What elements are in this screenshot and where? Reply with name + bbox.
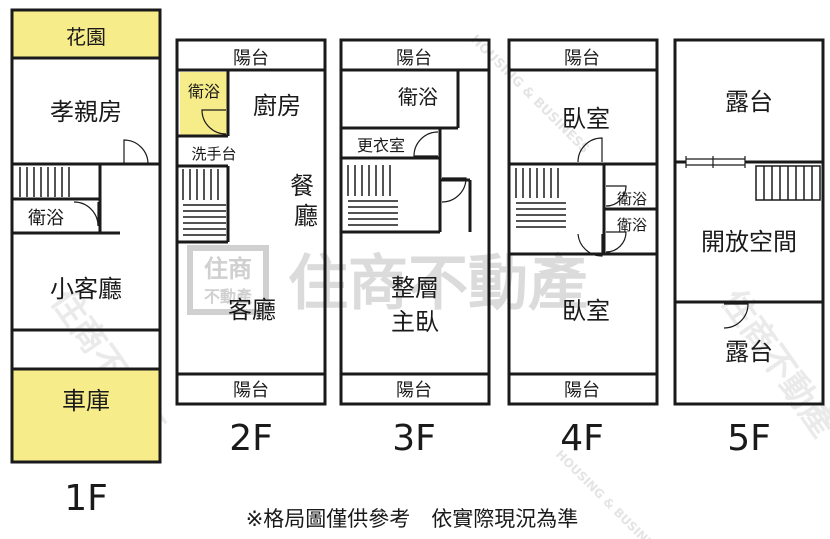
room-small-living: 小客廳: [50, 275, 122, 303]
room-parents: 孝親房: [50, 98, 122, 126]
room-terrace-bottom: 露台: [725, 338, 773, 366]
window: [685, 156, 746, 168]
room-balcony-top: 陽台: [233, 48, 269, 69]
stairs: [347, 165, 398, 226]
room-bedroom-bottom: 臥室: [562, 297, 610, 325]
room-kitchen: 廚房: [253, 92, 301, 120]
watermark-main-text: 住商不動產: [288, 249, 588, 319]
floor-label-5f: 5F: [727, 418, 771, 459]
room-open-space: 開放空間: [701, 228, 797, 256]
door: [201, 109, 227, 135]
disclaimer-note: ※格局圖僅供參考 依實際現況為準: [246, 507, 579, 531]
bathroom-area: [180, 72, 228, 136]
stairs: [19, 167, 70, 197]
floor-5f: 露台 開放空間 露台 5F: [673, 38, 825, 459]
outer-wall: [175, 38, 327, 406]
room-bathroom-2: 衛浴: [617, 216, 647, 234]
floor-label-1f: 1F: [64, 478, 108, 519]
room-garage: 車庫: [62, 387, 110, 415]
room-terrace-top: 露台: [725, 88, 773, 116]
floor-label-4f: 4F: [560, 418, 604, 459]
room-master-line2: 主臥: [391, 308, 439, 336]
room-garden: 花園: [66, 25, 106, 49]
room-bathroom-1: 衛浴: [617, 190, 647, 208]
room-master-line1: 整層: [391, 274, 439, 302]
door: [73, 139, 149, 227]
outer-wall: [673, 38, 825, 406]
floor-3f: 陽台 衛浴 更衣室 整層 主臥 陽台 3F: [339, 38, 491, 459]
floor-label-3f: 3F: [392, 418, 436, 459]
room-wash-basin: 洗手台: [191, 145, 236, 163]
room-dining-char-2: 廳: [294, 202, 318, 230]
floor-4f: 陽台 臥室 衛浴 衛浴 臥室 陽台 4F: [507, 38, 659, 459]
floor-label-2f: 2F: [229, 418, 273, 459]
door: [577, 137, 627, 257]
room-bathroom: 衛浴: [28, 208, 64, 229]
watermark-logo-bottom: 不動產: [204, 287, 252, 306]
room-balcony-top: 陽台: [396, 48, 432, 69]
watermark-logo-top: 住商: [204, 255, 252, 283]
room-bedroom-top: 臥室: [562, 105, 610, 133]
room-dining: 餐 廳: [290, 172, 322, 230]
door: [723, 303, 749, 329]
room-balcony-bottom: 陽台: [564, 380, 600, 401]
room-bathroom: 衛浴: [398, 85, 438, 109]
floor-2f: 陽台 衛浴 廚房 洗手台 餐 廳 客廳 陽台 2F: [175, 38, 327, 459]
garage-area: [12, 369, 160, 462]
stairs: [515, 168, 566, 228]
garden-area: [12, 10, 160, 58]
room-balcony-bottom: 陽台: [396, 380, 432, 401]
floor-1f: 花園 孝親房 衛浴 小客廳 車庫 1F: [10, 8, 162, 519]
stairs: [182, 169, 226, 236]
stairs: [755, 165, 821, 201]
room-dining-char-1: 餐: [290, 172, 314, 200]
room-bathroom: 衛浴: [188, 82, 220, 101]
room-dressing: 更衣室: [357, 136, 405, 155]
room-balcony-bottom: 陽台: [233, 380, 269, 401]
outer-wall: [507, 38, 659, 406]
outer-wall: [339, 38, 491, 406]
room-living: 客廳: [228, 296, 276, 324]
watermark-logo: 住商 不動產: [187, 245, 269, 315]
room-balcony-top: 陽台: [564, 48, 600, 69]
outer-wall: [10, 8, 162, 464]
door: [413, 131, 467, 203]
